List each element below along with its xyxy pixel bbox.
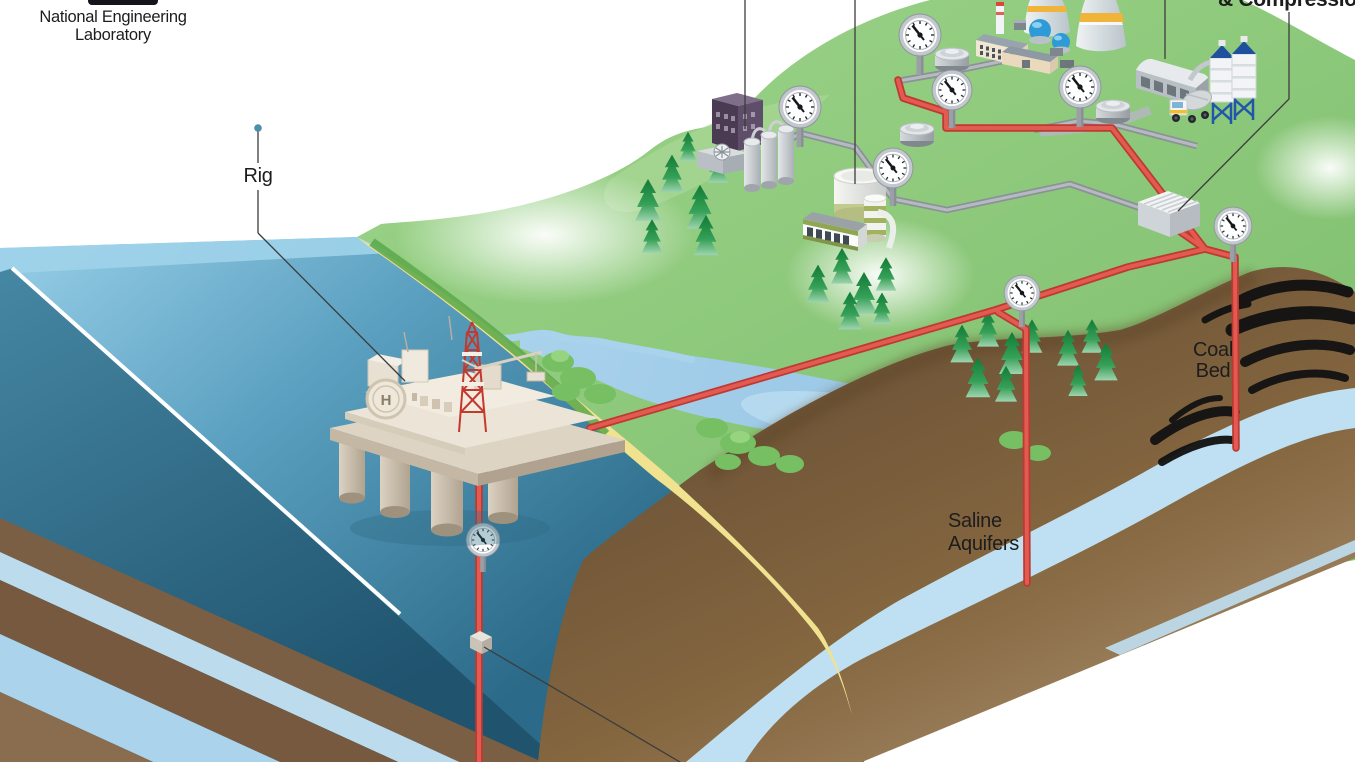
shore-vegetation-strip: [369, 238, 610, 438]
refinery-columns: [743, 120, 795, 192]
refinery: [697, 93, 795, 192]
crane-icon: [461, 350, 546, 382]
org-name-line2: Laboratory: [75, 26, 151, 45]
seabed-layers: [0, 266, 543, 762]
shore-bushes: [542, 350, 1051, 473]
pipe-elbow: [877, 209, 897, 249]
block-corner-edge: [10, 266, 402, 616]
rig-legs: [339, 443, 518, 537]
organization-name: National Engineering Laboratory: [15, 8, 211, 45]
label-rig: Rig: [243, 165, 273, 187]
leader-dot: [254, 124, 262, 132]
power-plant: [976, 0, 1126, 74]
saline-aquifer-channel: [686, 388, 1355, 762]
cooling-tower-icon: [1076, 0, 1126, 52]
storage-drum-icon: [934, 47, 970, 73]
label-compression-clipped: & Compression: [1218, 0, 1355, 12]
brown-cross-section: [538, 266, 1355, 762]
helipad-letter: H: [381, 392, 392, 409]
org-name-line1: National Engineering: [39, 8, 187, 26]
cement-plant: [1136, 36, 1257, 124]
dehydration-compression-unit: [1138, 191, 1200, 237]
silo-icon: [1231, 36, 1257, 120]
chimney-icon: [996, 2, 1004, 34]
organization-logo-partial: [88, 0, 158, 5]
offshore-rig: H: [330, 315, 625, 546]
silo-icon: [1209, 40, 1235, 124]
beach: [357, 237, 852, 715]
storage-drum-icon: [899, 122, 935, 148]
cement-truck-icon: [1169, 89, 1213, 123]
storage-drum-icon: [1095, 99, 1131, 125]
label-coal-bed: Coal Bed: [1193, 339, 1233, 382]
coal-bed-seams: [1150, 279, 1355, 466]
leader-lines: [257, 0, 1290, 762]
lower-aquifer-stripe: [1105, 540, 1355, 655]
helipad: H: [365, 378, 407, 420]
label-saline-aquifers: Saline Aquifers: [948, 510, 1019, 555]
